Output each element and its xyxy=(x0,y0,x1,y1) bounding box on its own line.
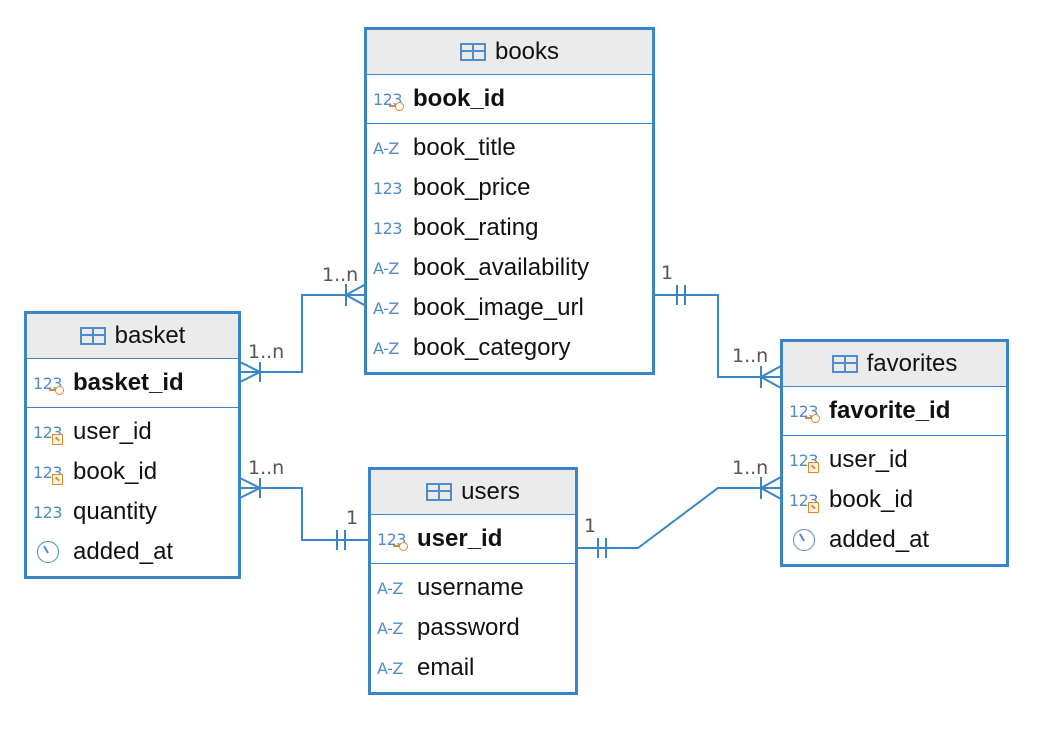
column-row[interactable]: added_at xyxy=(783,520,1006,560)
column-name: book_category xyxy=(413,334,571,361)
label-basket-users-users-end: 1 xyxy=(346,507,358,529)
table-icon xyxy=(831,355,858,373)
numeric-primary-key-icon: 123 xyxy=(33,371,67,395)
column-row[interactable]: A-Z book_category xyxy=(367,328,652,368)
column-row[interactable]: 123 book_price xyxy=(367,168,652,208)
string-type-icon: A-Z xyxy=(377,578,403,598)
column-name: user_id xyxy=(829,446,908,473)
column-name: username xyxy=(417,574,524,601)
numeric-type-icon: 123 xyxy=(373,218,403,238)
column-name: book_id xyxy=(829,486,914,513)
column-row[interactable]: 123 book_id xyxy=(783,480,1006,520)
column-name: book_id xyxy=(413,85,506,112)
table-title: users xyxy=(461,478,520,505)
column-row[interactable]: 123 user_id xyxy=(371,519,575,559)
column-name: email xyxy=(417,654,475,681)
table-icon xyxy=(79,327,106,345)
clock-icon xyxy=(33,540,67,564)
table-users[interactable]: users 123 user_id A-Z username A-Z passw… xyxy=(368,467,578,695)
label-users-favorites-favorites-end: 1..n xyxy=(732,457,768,479)
table-header[interactable]: favorites xyxy=(783,342,1006,387)
string-type-icon: A-Z xyxy=(373,138,399,158)
column-name: user_id xyxy=(73,418,152,445)
relationship-basket-users[interactable] xyxy=(239,477,370,550)
columns-section: 123 user_id 123 book_id added_at xyxy=(783,436,1006,564)
numeric-primary-key-icon: 123 xyxy=(377,527,411,551)
column-row[interactable]: 123 user_id xyxy=(783,440,1006,480)
numeric-foreign-key-icon: 123 xyxy=(789,488,823,513)
string-type-icon: A-Z xyxy=(373,258,399,278)
column-name: book_price xyxy=(413,174,531,201)
column-row[interactable]: A-Z username xyxy=(371,568,575,608)
clock-icon xyxy=(789,528,823,552)
table-basket[interactable]: basket 123 basket_id 123 user_id 123 boo… xyxy=(24,311,241,579)
columns-section: A-Z book_title 123 book_price 123 book_r… xyxy=(367,124,652,372)
column-row[interactable]: 123 book_id xyxy=(27,452,238,492)
column-row[interactable]: A-Z password xyxy=(371,608,575,648)
table-header[interactable]: users xyxy=(371,470,575,515)
table-books[interactable]: books 123 book_id A-Z book_title 123 boo… xyxy=(364,27,655,375)
relationship-basket-books[interactable] xyxy=(239,283,367,383)
columns-section: 123 user_id 123 book_id 123 quantity add… xyxy=(27,408,238,576)
column-name: book_id xyxy=(73,458,158,485)
column-row[interactable]: 123 quantity xyxy=(27,492,238,532)
table-header[interactable]: books xyxy=(367,30,652,75)
column-name: added_at xyxy=(73,538,174,565)
primary-key-section: 123 user_id xyxy=(371,515,575,564)
column-row[interactable]: 123 user_id xyxy=(27,412,238,452)
string-type-icon: A-Z xyxy=(377,618,403,638)
table-header[interactable]: basket xyxy=(27,314,238,359)
table-title: basket xyxy=(114,322,186,349)
table-icon xyxy=(459,43,486,61)
label-books-favorites-books-end: 1 xyxy=(661,262,673,284)
primary-key-section: 123 basket_id xyxy=(27,359,238,408)
column-row[interactable]: 123 favorite_id xyxy=(783,391,1006,431)
column-name: added_at xyxy=(829,526,930,553)
column-name: quantity xyxy=(73,498,158,525)
string-type-icon: A-Z xyxy=(377,658,403,678)
numeric-primary-key-icon: 123 xyxy=(789,399,823,423)
table-title: favorites xyxy=(866,350,958,377)
relationship-books-favorites[interactable] xyxy=(654,285,782,389)
table-icon xyxy=(426,483,453,501)
column-name: password xyxy=(417,614,520,641)
column-name: book_title xyxy=(413,134,516,161)
primary-key-section: 123 favorite_id xyxy=(783,387,1006,436)
column-row[interactable]: A-Z book_title xyxy=(367,128,652,168)
column-row[interactable]: 123 book_rating xyxy=(367,208,652,248)
numeric-type-icon: 123 xyxy=(33,502,63,522)
column-row[interactable]: 123 basket_id xyxy=(27,363,238,403)
column-row[interactable]: A-Z book_image_url xyxy=(367,288,652,328)
numeric-primary-key-icon: 123 xyxy=(373,87,407,111)
label-books-favorites-favorites-end: 1..n xyxy=(732,345,768,367)
column-name: basket_id xyxy=(73,369,184,396)
column-name: favorite_id xyxy=(829,397,951,424)
columns-section: A-Z username A-Z password A-Z email xyxy=(371,564,575,692)
numeric-foreign-key-icon: 123 xyxy=(33,420,67,445)
column-name: book_availability xyxy=(413,254,590,281)
relationship-users-favorites[interactable] xyxy=(577,476,782,558)
label-basket-books-basket-end: 1..n xyxy=(248,341,284,363)
label-basket-users-basket-end: 1..n xyxy=(248,457,284,479)
table-favorites[interactable]: favorites 123 favorite_id 123 user_id 12… xyxy=(780,339,1009,567)
string-type-icon: A-Z xyxy=(373,298,399,318)
column-name: user_id xyxy=(417,525,503,552)
numeric-foreign-key-icon: 123 xyxy=(33,460,67,485)
string-type-icon: A-Z xyxy=(373,338,399,358)
numeric-type-icon: 123 xyxy=(373,178,403,198)
column-name: book_rating xyxy=(413,214,539,241)
column-row[interactable]: added_at xyxy=(27,532,238,572)
primary-key-section: 123 book_id xyxy=(367,75,652,124)
label-basket-books-books-end: 1..n xyxy=(322,264,358,286)
numeric-foreign-key-icon: 123 xyxy=(789,448,823,473)
label-users-favorites-users-end: 1 xyxy=(584,515,596,537)
column-row[interactable]: A-Z book_availability xyxy=(367,248,652,288)
column-name: book_image_url xyxy=(413,294,584,321)
table-title: books xyxy=(494,38,560,65)
column-row[interactable]: A-Z email xyxy=(371,648,575,688)
column-row[interactable]: 123 book_id xyxy=(367,79,652,119)
